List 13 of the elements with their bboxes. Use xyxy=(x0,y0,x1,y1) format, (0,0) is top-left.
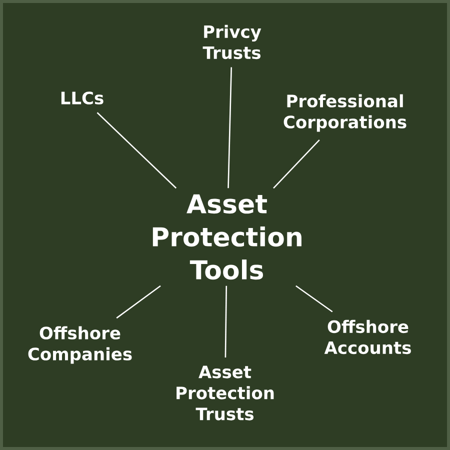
label-text: Privcy Trusts xyxy=(202,24,262,60)
connector-line xyxy=(96,112,177,189)
connector-line xyxy=(116,285,161,319)
label-text: LLCs xyxy=(61,92,104,104)
connector-line xyxy=(296,285,333,312)
connector-line xyxy=(273,139,320,189)
label-text: Asset Protection Trusts xyxy=(176,366,274,420)
label-text: Offshore Accounts xyxy=(324,320,411,354)
label-text: Offshore Companies xyxy=(28,326,132,364)
connector-line xyxy=(228,67,232,188)
connector-line xyxy=(224,286,228,358)
title-text: Asset Protection Tools xyxy=(152,194,302,280)
label-text: Professional Corporations xyxy=(284,94,406,132)
